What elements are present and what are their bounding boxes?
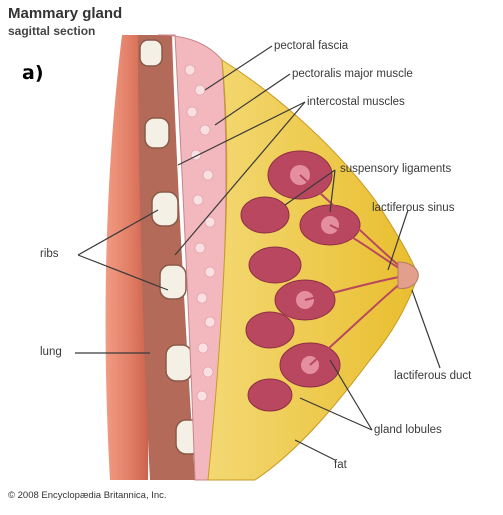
label-lactiferous-sinus: lactiferous sinus bbox=[372, 202, 454, 214]
copyright-notice: © 2008 Encyclopædia Britannica, Inc. bbox=[8, 490, 167, 501]
label-lung: lung bbox=[40, 346, 62, 358]
label-gland-lobules: gland lobules bbox=[374, 424, 442, 436]
label-suspensory-ligaments: suspensory ligaments bbox=[340, 163, 451, 175]
diagram-subtitle: sagittal section bbox=[8, 24, 95, 38]
breast-fat bbox=[208, 60, 418, 480]
label-fat: fat bbox=[334, 459, 347, 471]
label-ribs: ribs bbox=[40, 248, 59, 260]
diagram-title: Mammary gland bbox=[8, 5, 122, 22]
nipple bbox=[398, 262, 418, 289]
label-pectoral-fascia: pectoral fascia bbox=[274, 40, 348, 52]
panel-label: a) bbox=[22, 62, 44, 84]
label-lactiferous-duct: lactiferous duct bbox=[394, 370, 471, 382]
label-intercostal-muscles: intercostal muscles bbox=[307, 96, 405, 108]
label-pectoralis-major: pectoralis major muscle bbox=[292, 68, 413, 80]
